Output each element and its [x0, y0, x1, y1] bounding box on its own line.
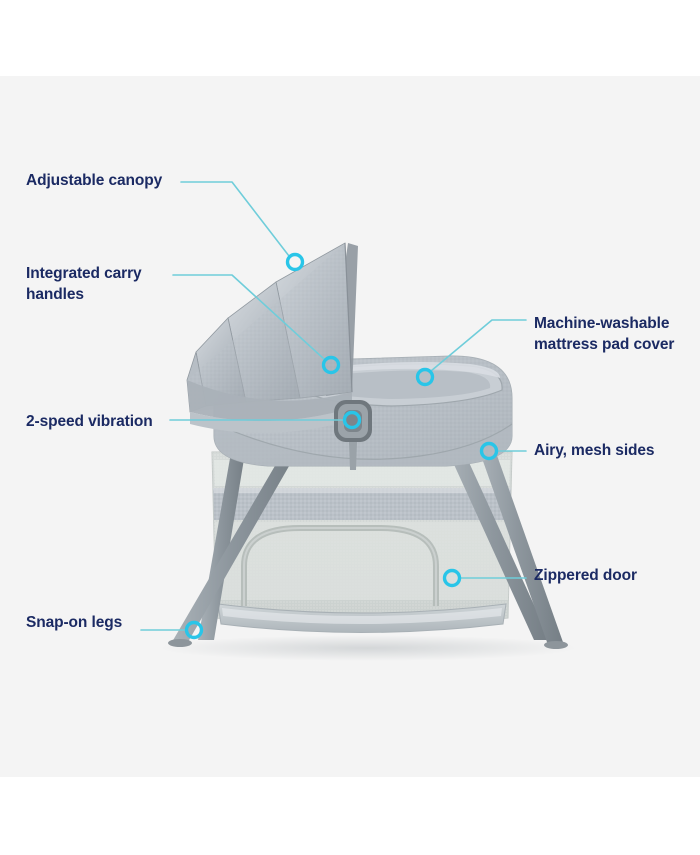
- floor-shadow: [158, 635, 578, 661]
- callout-markers: [184, 252, 499, 640]
- marker-integrated-carry-handles[interactable]: [321, 355, 341, 375]
- label-machine-washable-mattress-pad-cover: Machine-washable mattress pad cover: [534, 315, 675, 353]
- leg-right: [446, 447, 550, 640]
- label-airy-mesh-sides: Airy, mesh sides: [534, 442, 655, 459]
- base-pad: [217, 603, 507, 633]
- label-two-speed-vibration: 2-speed vibration: [26, 413, 153, 430]
- label-adjustable-canopy: Adjustable canopy: [26, 172, 163, 189]
- label-integrated-carry-handles: Integrated carry handles: [26, 265, 142, 303]
- carry-handle-band: [190, 408, 352, 434]
- leg-right-outer: [478, 447, 564, 645]
- label-snap-on-legs: Snap-on legs: [26, 614, 123, 631]
- zippered-door: [241, 525, 439, 606]
- canopy-hem: [187, 380, 352, 422]
- marker-two-speed-vibration[interactable]: [342, 410, 362, 430]
- callout-connectors: [140, 181, 527, 631]
- mid-trim-band: [213, 488, 511, 520]
- leg-left-outer: [172, 447, 300, 642]
- marker-snap-on-legs[interactable]: [184, 620, 204, 640]
- marker-adjustable-canopy[interactable]: [285, 252, 305, 272]
- connector-machine-washable-mattress-pad-cover: [430, 319, 527, 372]
- adjustable-canopy: [186, 242, 358, 434]
- connector-integrated-carry-handles: [172, 274, 325, 360]
- marker-zippered-door[interactable]: [442, 568, 462, 588]
- connector-adjustable-canopy: [180, 181, 290, 257]
- marker-airy-mesh-sides[interactable]: [479, 441, 499, 461]
- legs: [168, 447, 568, 649]
- marker-machine-washable-mattress-pad-cover[interactable]: [415, 367, 435, 387]
- label-zippered-door: Zippered door: [534, 567, 637, 584]
